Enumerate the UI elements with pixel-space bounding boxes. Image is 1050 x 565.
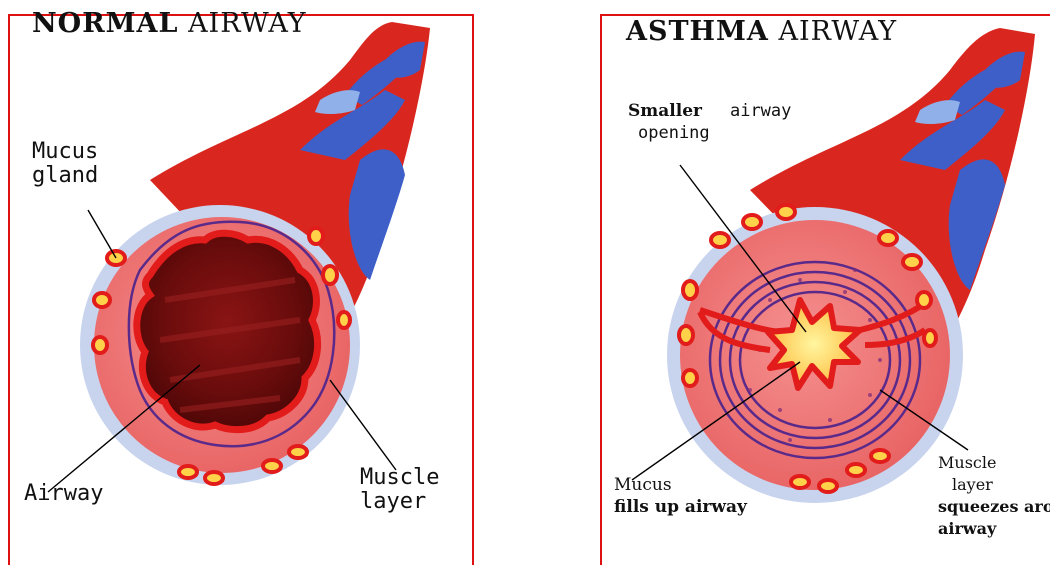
mucus-fills-airway-label: Mucus fills up airway <box>614 474 747 518</box>
normal-airway-cross-section <box>80 205 360 485</box>
asthma-muscle-layer-label: Muscle layer squeezes around airway <box>938 452 1050 540</box>
asthma-airway-title: ASTHMA AIRWAY <box>626 16 897 47</box>
muscle-layer-label: Muscle layer <box>360 466 439 514</box>
normal-airway-title: NORMAL AIRWAY <box>32 8 307 39</box>
asthma-airway-cross-section <box>667 205 963 503</box>
airway-label: Airway <box>24 482 103 506</box>
mucus-gland-label: Mucus gland <box>32 140 98 188</box>
